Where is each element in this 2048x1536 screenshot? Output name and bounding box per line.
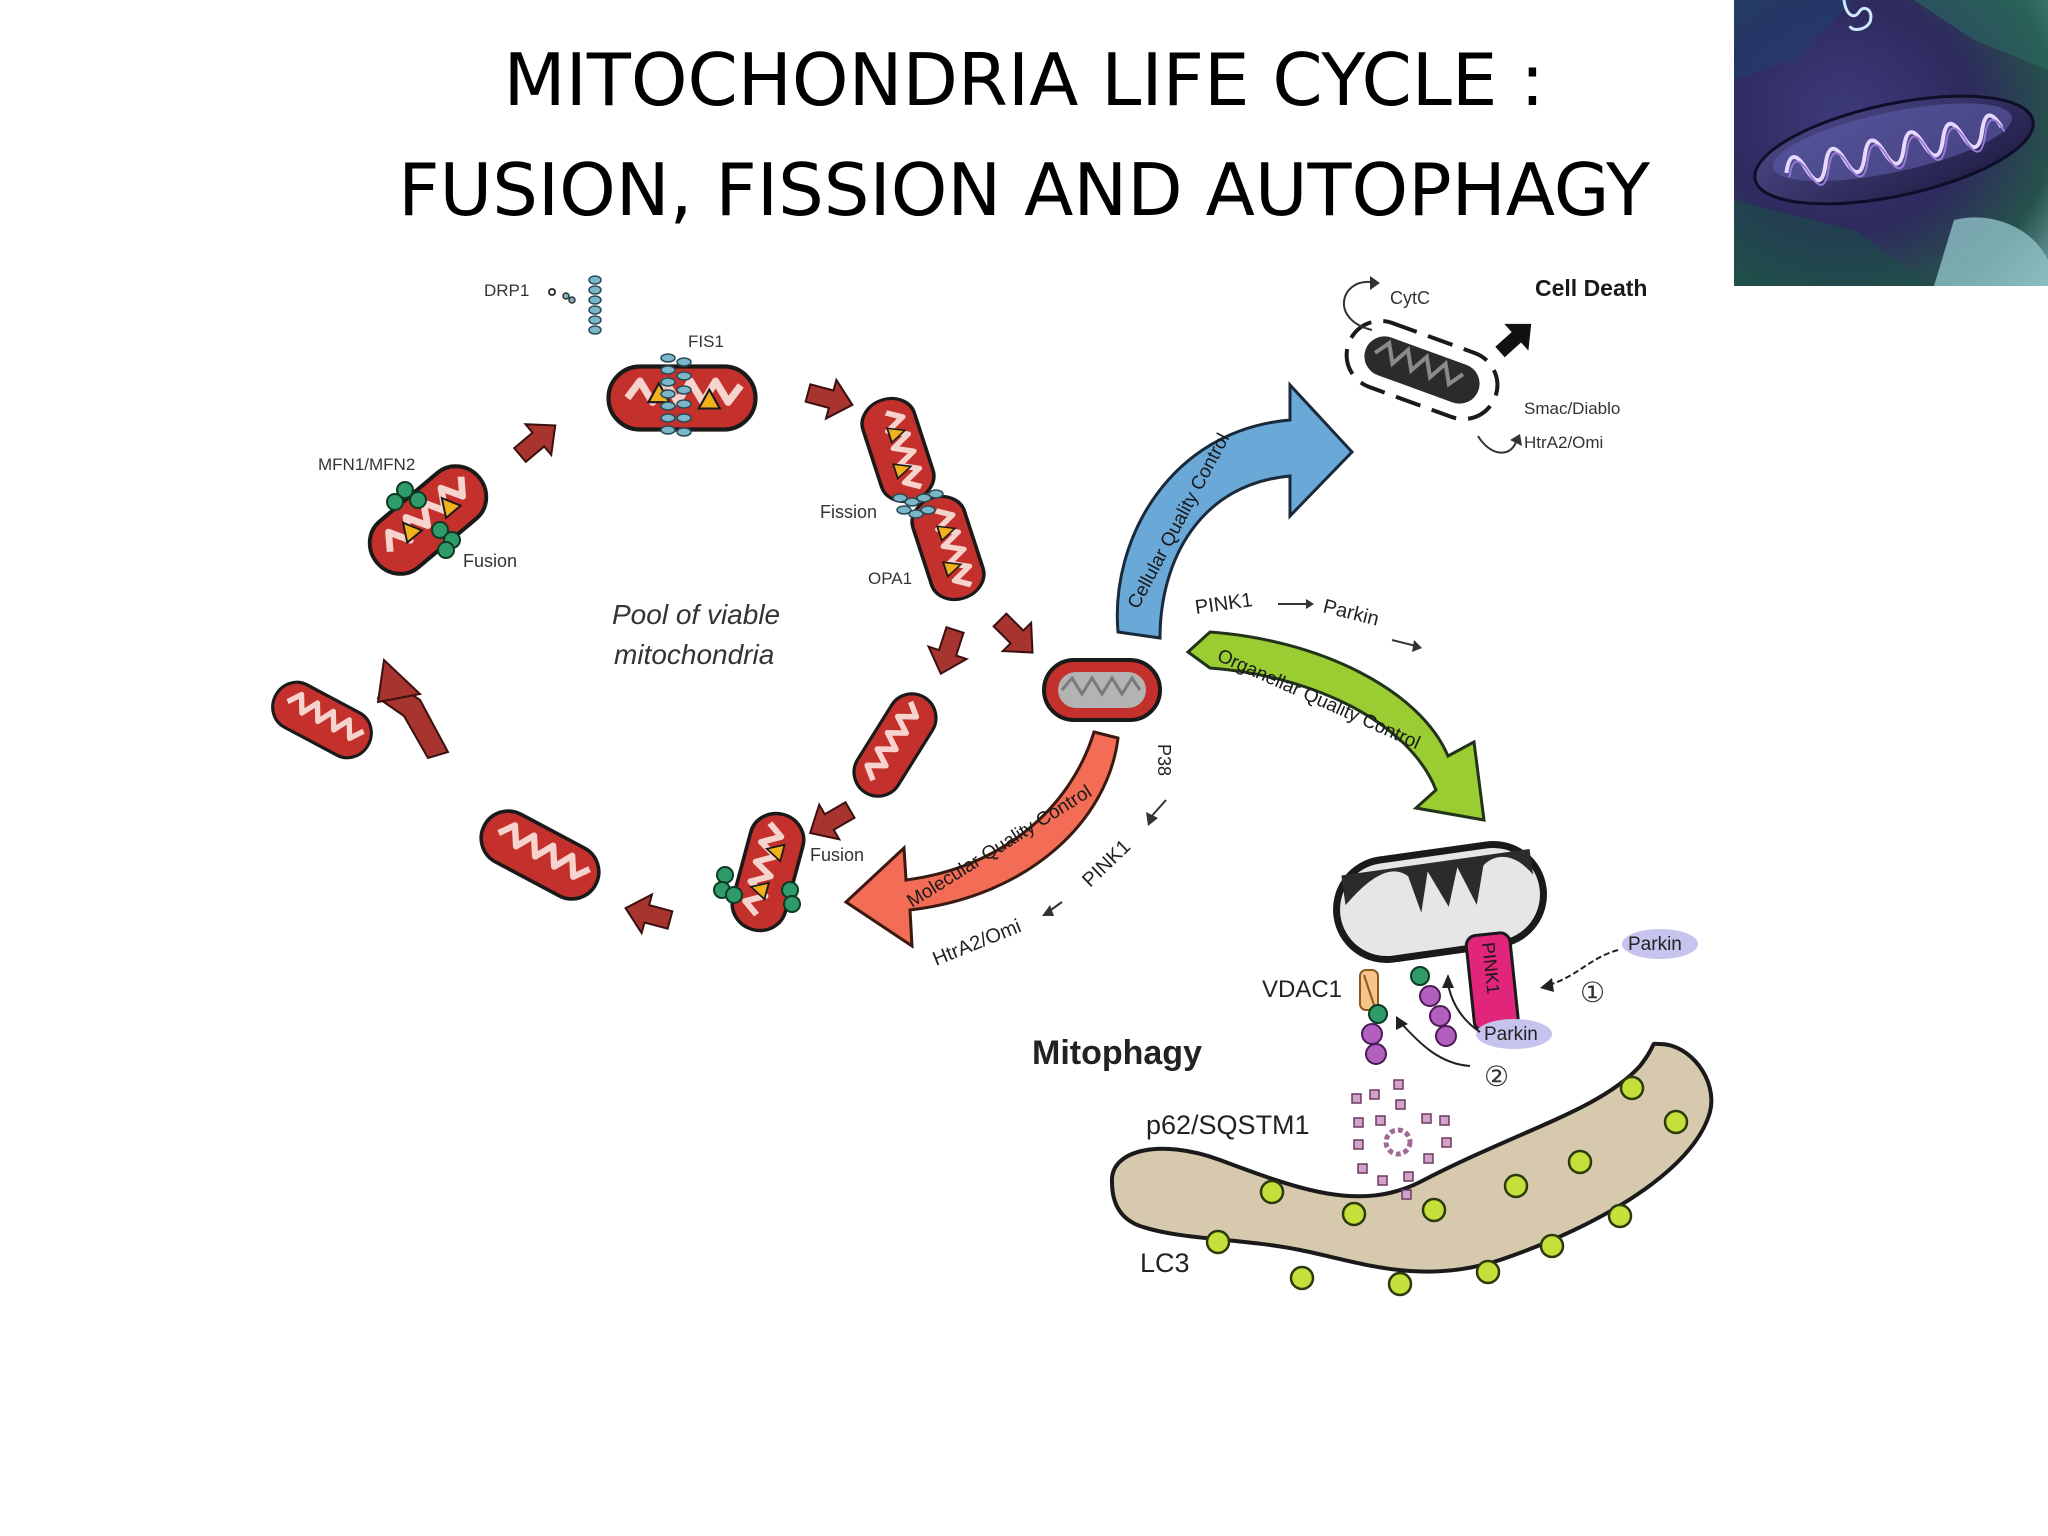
fission-label: Fission [820,502,877,522]
cytc-label: CytC [1390,288,1430,308]
drp1-molecule-icon [548,275,602,335]
p38-arrow-icon [1146,799,1167,826]
step-1-marker: ① [1580,977,1605,1008]
opa1-label: OPA1 [868,569,912,588]
vdac1-protein-icon [1359,969,1379,1011]
fis1-label: FIS1 [688,332,724,351]
vdac1-label: VDAC1 [1262,976,1342,1003]
mfn-label: MFN1/MFN2 [318,455,415,474]
cycle-arrow-up-right [506,409,570,472]
pink1-label-lower: PINK1 [1078,836,1135,892]
parkin-lower-label: Parkin [1484,1024,1538,1045]
mitochondrion-middle [845,685,945,805]
cell-death-arrow-icon [1495,323,1532,358]
p62-label: p62/SQSTM1 [1146,1110,1310,1140]
pool-label-line-2: mitochondria [614,639,774,670]
smac-release-arrow-icon [1477,434,1522,454]
organellar-quality-control-arrow [1185,630,1486,822]
damaged-mitochondrion [1042,658,1162,722]
molecular-quality-control-arrow [843,730,1120,949]
cycle-arrow-right-top [801,372,859,426]
parkin-ubiquitinate-arrow-icon [1396,974,1481,1067]
pink1-lower-arrow-icon [1042,901,1063,916]
cycle-arrow-down-left-lower [799,791,861,852]
pool-label-line-1: Pool of viable [612,599,780,630]
pink1-label-upper: PINK1 [1194,589,1254,619]
parkin-lower-bubble: Parkin [1476,1019,1552,1049]
cycle-arrow-down-left [920,622,976,681]
htra2-omi-top-label: HtrA2/Omi [1524,433,1603,452]
ubiquitin-chain-icon [1361,966,1457,1065]
p62-aggregate-icon [1351,1079,1452,1200]
parkin-recruit-arrow-icon [1540,949,1619,992]
molecular-quality-control-label: Molecular Quality Control [904,781,1096,912]
cell-death-label: Cell Death [1535,275,1647,301]
slide-title-line-1: MITOCHONDRIA LIFE CYCLE : [503,38,1545,122]
drp1-ring-icon [660,353,692,437]
fusion-label-lower: Fusion [810,845,864,865]
lc3-dots-icon [1205,1075,1689,1297]
fusion-label-upper: Fusion [463,551,517,571]
step-2-marker: ② [1484,1061,1509,1092]
mitochondria-thumbnail-image [1734,0,2048,286]
parkin-right-label: Parkin [1628,934,1682,955]
mitochondrion-bottom-left [472,802,609,909]
cycle-arrow-big-up [376,657,450,760]
cytc-release-arrow-icon [1342,276,1380,331]
slide-title-line-2: FUSION, FISSION AND AUTOPHAGY [398,148,1650,232]
cycle-arrow-down-right [984,604,1048,668]
mitophagy-label: Mitophagy [1032,1034,1202,1072]
smac-diablo-label: Smac/Diablo [1524,399,1620,418]
cellular-quality-control-arrow [1115,381,1355,640]
damaged-mitochondrion-mitophagy [1333,840,1547,964]
parkin-right-bubble: Parkin [1622,929,1698,959]
mitochondrion-left [264,674,379,766]
pink1-protein-box: PINK1 [1464,931,1520,1033]
drp1-label: DRP1 [484,281,529,300]
parkin-continue-arrow-icon [1391,639,1422,652]
apoptotic-mitochondrion [1344,318,1500,422]
pink1-to-parkin-arrow-icon [1278,599,1314,609]
p38-label: P38 [1154,744,1174,776]
htra2-omi-lower-label: HtrA2/Omi [930,915,1025,970]
opa1-ring-icon [892,489,944,519]
lc3-label: LC3 [1140,1248,1190,1278]
mitochondrion-fusing-lower [727,808,810,937]
cycle-arrow-left-bottom [619,887,677,941]
parkin-label-upper: Parkin [1321,596,1381,631]
phagophore-membrane [1109,1041,1714,1274]
